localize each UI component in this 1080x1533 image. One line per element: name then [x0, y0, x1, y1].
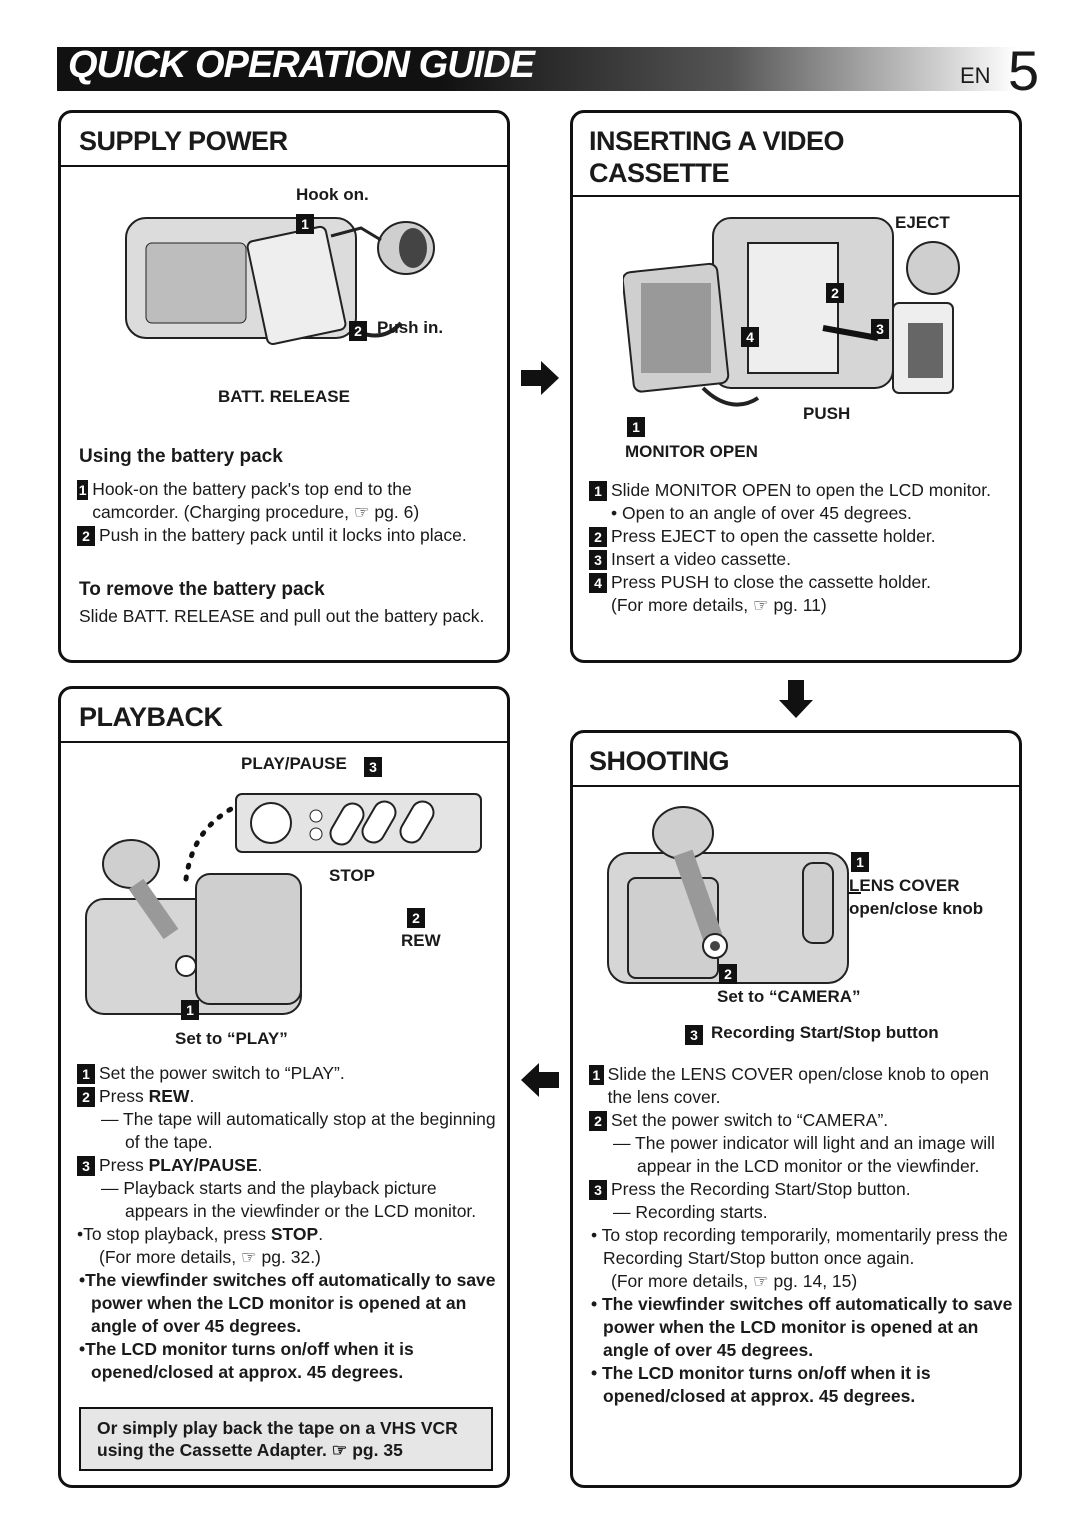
language-label: EN: [960, 63, 991, 88]
playback-note-2: •The LCD monitor turns on/off when it is…: [79, 1339, 414, 1382]
divider: [573, 785, 1019, 787]
step-1-badge: 1: [627, 417, 645, 437]
insert-cassette-panel: INSERTING A VIDEO CASSETTE EJECT 2 3 4 1…: [570, 110, 1022, 663]
supply-step-1: Hook-on the battery pack's top end to th…: [92, 479, 420, 522]
playback-step-3-note: — Playback starts and the playback pictu…: [101, 1178, 477, 1221]
shooting-note-2: • The LCD monitor turns on/off when it i…: [591, 1363, 931, 1406]
playback-step-2-note: — The tape will automatically stop at th…: [101, 1109, 496, 1152]
rew-label: REW: [401, 931, 441, 950]
divider: [61, 741, 507, 743]
monitor-open-label: MONITOR OPEN: [625, 442, 758, 461]
supply-power-panel: SUPPLY POWER Hook on. 1 2 Push in. BATT.…: [58, 110, 510, 663]
shooting-step-3: Press the Recording Start/Stop button.: [611, 1179, 911, 1199]
shooting-camcorder-illustration: [607, 806, 861, 984]
set-camera-label: Set to “CAMERA”: [717, 987, 861, 1006]
set-play-label: Set to “PLAY”: [175, 1029, 288, 1048]
header-bar: [57, 47, 1017, 91]
insert-title-line1: INSERTING A VIDEO: [589, 126, 845, 156]
battery-camcorder-illustration: [125, 217, 435, 345]
cassette-camcorder-illustration: [623, 217, 960, 407]
shooting-title: SHOOTING: [589, 746, 730, 776]
knob-label: open/close knob: [849, 899, 984, 918]
playback-step-3: Press PLAY/PAUSE.: [99, 1155, 263, 1175]
page-title: QUICK OPERATION GUIDE: [68, 44, 535, 86]
hook-on-label: Hook on.: [296, 185, 369, 204]
remove-battery-heading: To remove the battery pack: [79, 579, 325, 600]
step-3-badge: 3: [364, 757, 382, 777]
shooting-step-2: Set the power switch to “CAMERA”.: [611, 1110, 889, 1130]
eject-label: EJECT: [895, 213, 950, 232]
shooting-stop-tip: • To stop recording temporarily, momenta…: [591, 1225, 1008, 1268]
playback-title: PLAYBACK: [79, 702, 223, 732]
step-3-badge: 3: [685, 1025, 703, 1045]
shooting-panel: SHOOTING 1 LENS COVER open/close knob 2 …: [570, 730, 1022, 1488]
arrow-right-icon: [521, 361, 559, 395]
playback-stop-tip: •To stop playback, press STOP.: [77, 1224, 324, 1244]
divider: [61, 165, 507, 167]
step-4-badge: 4: [741, 327, 759, 347]
rec-button-label: Recording Start/Stop button: [711, 1023, 939, 1042]
playback-panel: PLAYBACK PLAY/PAUSE 3 STOP 2 REW 1 Set t…: [58, 686, 510, 1488]
playback-camcorder-illustration: [85, 793, 482, 1015]
insert-title-line2: CASSETTE: [589, 158, 730, 188]
insert-step-1-note: • Open to an angle of over 45 degrees.: [611, 503, 912, 523]
lens-cover-label: LENS COVER: [849, 876, 960, 895]
step-1-badge: 1: [851, 852, 869, 872]
shooting-step-1: Slide the LENS COVER open/close knob to …: [607, 1064, 989, 1107]
insert-step-3: Insert a video cassette.: [611, 549, 791, 569]
using-battery-heading: Using the battery pack: [79, 446, 283, 467]
step-1-badge: 1: [181, 1000, 199, 1020]
push-in-label: Push in.: [377, 318, 444, 337]
divider: [573, 195, 1019, 197]
step-1-badge: 1: [296, 214, 314, 234]
step-3-badge: 3: [871, 319, 889, 339]
batt-release-label: BATT. RELEASE: [218, 387, 350, 406]
supply-step-2: Push in the battery pack until it locks …: [99, 525, 467, 545]
shooting-step-2-note: — The power indicator will light and an …: [613, 1133, 995, 1176]
insert-step-4: Press PUSH to close the cassette holder.: [611, 572, 932, 592]
cassette-adapter-note: Or simply play back the tape on a VHS VC…: [79, 1407, 493, 1471]
step-2-badge: 2: [826, 283, 844, 303]
step-2-badge: 2: [407, 908, 425, 928]
playback-step-2: Press REW.: [99, 1086, 195, 1106]
page-number: 5: [1008, 39, 1040, 102]
arrow-down-icon: [779, 680, 813, 718]
step-2-badge: 2: [719, 964, 737, 984]
shooting-step-3-note: — Recording starts.: [613, 1202, 768, 1222]
insert-step-2: Press EJECT to open the cassette holder.: [611, 526, 936, 546]
insert-step-1: Slide MONITOR OPEN to open the LCD monit…: [611, 480, 991, 500]
remove-battery-text: Slide BATT. RELEASE and pull out the bat…: [79, 606, 485, 626]
supply-power-title: SUPPLY POWER: [79, 126, 288, 156]
stop-label: STOP: [329, 866, 375, 885]
shooting-note-1: • The viewfinder switches off automatica…: [591, 1294, 1013, 1360]
playback-note-1: •The viewfinder switches off automatical…: [79, 1270, 496, 1336]
playback-step-1: Set the power switch to “PLAY”.: [99, 1063, 345, 1083]
playback-stop-ref: (For more details, ☞ pg. 32.): [99, 1247, 321, 1267]
push-label: PUSH: [803, 404, 851, 423]
insert-step-4-note: (For more details, ☞ pg. 11): [611, 595, 827, 615]
shooting-ref: (For more details, ☞ pg. 14, 15): [611, 1271, 858, 1291]
play-pause-label: PLAY/PAUSE: [241, 754, 347, 773]
step-2-badge: 2: [349, 321, 367, 341]
arrow-left-icon: [521, 1063, 559, 1097]
